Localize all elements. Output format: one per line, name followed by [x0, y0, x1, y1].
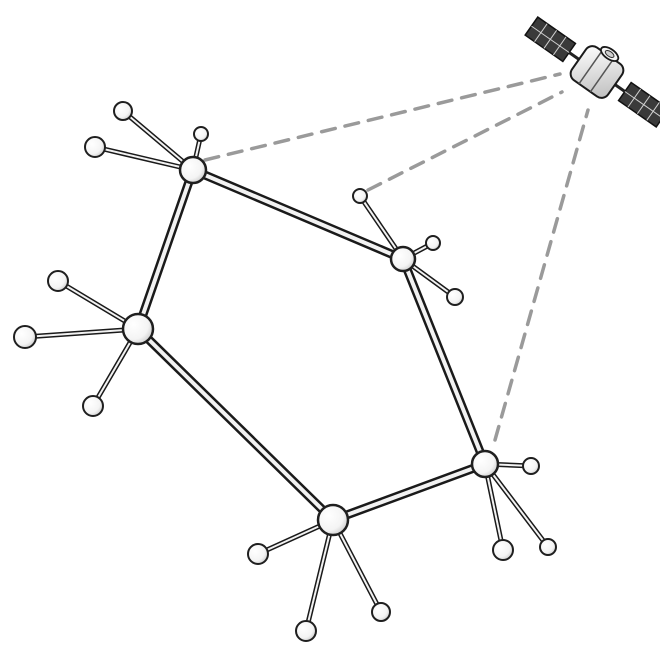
- satellite-body: [568, 37, 631, 101]
- network-node-icon: [426, 236, 440, 250]
- leaf-nodes: [14, 102, 556, 641]
- network-node-icon: [180, 157, 206, 183]
- leaf-link-group-d: [485, 464, 548, 550]
- wireless-link-leaf: [368, 92, 562, 190]
- network-node-icon: [523, 458, 539, 474]
- network-node-icon: [194, 127, 208, 141]
- network-node-icon: [114, 102, 132, 120]
- network-node-icon: [353, 189, 367, 203]
- network-node-icon: [472, 451, 498, 477]
- network-node-icon: [85, 137, 105, 157]
- satellite-icon: [520, 4, 660, 134]
- leaf-link-group-e: [258, 520, 381, 631]
- network-node-icon: [296, 621, 316, 641]
- network-node-icon: [248, 544, 268, 564]
- network-node-icon: [447, 289, 463, 305]
- network-node-icon: [493, 540, 513, 560]
- network-node-icon: [83, 396, 103, 416]
- network-node-icon: [318, 505, 348, 535]
- network-node-icon: [540, 539, 556, 555]
- leaf-links: [25, 111, 548, 631]
- wireless-link-right: [495, 110, 588, 440]
- wireless-link-top-left: [205, 74, 560, 160]
- ring-links: [138, 170, 485, 520]
- leaf-link-group-c: [25, 281, 138, 406]
- network-node-icon: [372, 603, 390, 621]
- network-node-icon: [123, 314, 153, 344]
- network-node-icon: [48, 271, 68, 291]
- network-node-icon: [391, 247, 415, 271]
- network-node-icon: [14, 326, 36, 348]
- solar-panel-left: [525, 17, 585, 68]
